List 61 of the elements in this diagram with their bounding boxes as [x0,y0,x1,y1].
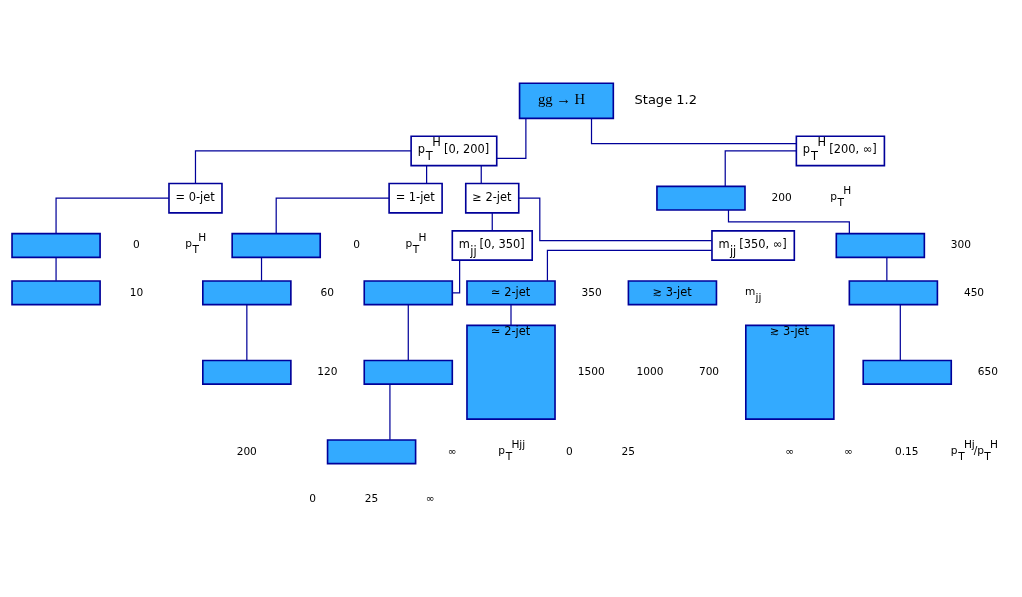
label: 300 [950,238,972,251]
label: 60 [320,285,335,298]
node-box [848,280,939,306]
label: 0 [566,444,573,457]
node-box [202,280,292,306]
label: ∞ [785,444,795,457]
node-box [11,232,101,259]
label: 10 [129,285,144,298]
node-box [835,232,926,259]
connector [246,304,248,361]
label: ∞ [844,444,853,457]
label: 200 [771,190,792,203]
connector [510,304,512,326]
node-box: ≳ 3-jet [627,280,718,306]
node-box: = 0-jet [168,182,223,214]
node-box [231,232,322,259]
label: 650 [977,365,998,378]
connector [389,383,391,441]
connector [407,304,409,361]
connector [275,197,390,235]
label: ∞ [447,444,457,457]
connector [590,117,797,145]
label: 450 [963,285,985,298]
connector [260,256,263,282]
label: 1000 [636,365,664,378]
label: 1500 [577,365,605,378]
node-box: ≳ 3-jet [745,324,835,420]
connector [518,197,713,242]
label: 0 [133,238,140,251]
connector [886,256,888,282]
label: 25 [621,444,635,457]
connector [55,256,57,282]
node-box [202,359,292,385]
node-box [11,280,101,306]
node-box [656,185,746,211]
label: 0 [353,238,360,251]
node-box: ≃ 2-jet [466,324,556,420]
node-box: ≃ 2-jet [466,280,556,306]
label: 350 [581,285,602,298]
node-box: = 1-jet [388,182,443,214]
node-box [326,439,417,465]
label: 25 [364,491,379,504]
connector [496,117,527,159]
connector [194,150,412,185]
connector [899,304,901,361]
node-box: ≥ 2-jet [464,182,520,214]
node-box [363,359,454,385]
node-box [363,280,454,306]
node-box: gg → H [518,82,615,120]
connector [724,150,797,187]
label: 0 [309,491,316,504]
label: ∞ [425,491,435,504]
label: Stage 1.2 [634,91,698,107]
label: 0.15 [895,444,919,457]
label: 200 [236,444,257,457]
label: 120 [317,365,338,378]
connector [55,197,170,235]
label: 700 [698,365,720,378]
connector [546,249,713,282]
connector [451,259,461,294]
node-box [862,359,953,385]
